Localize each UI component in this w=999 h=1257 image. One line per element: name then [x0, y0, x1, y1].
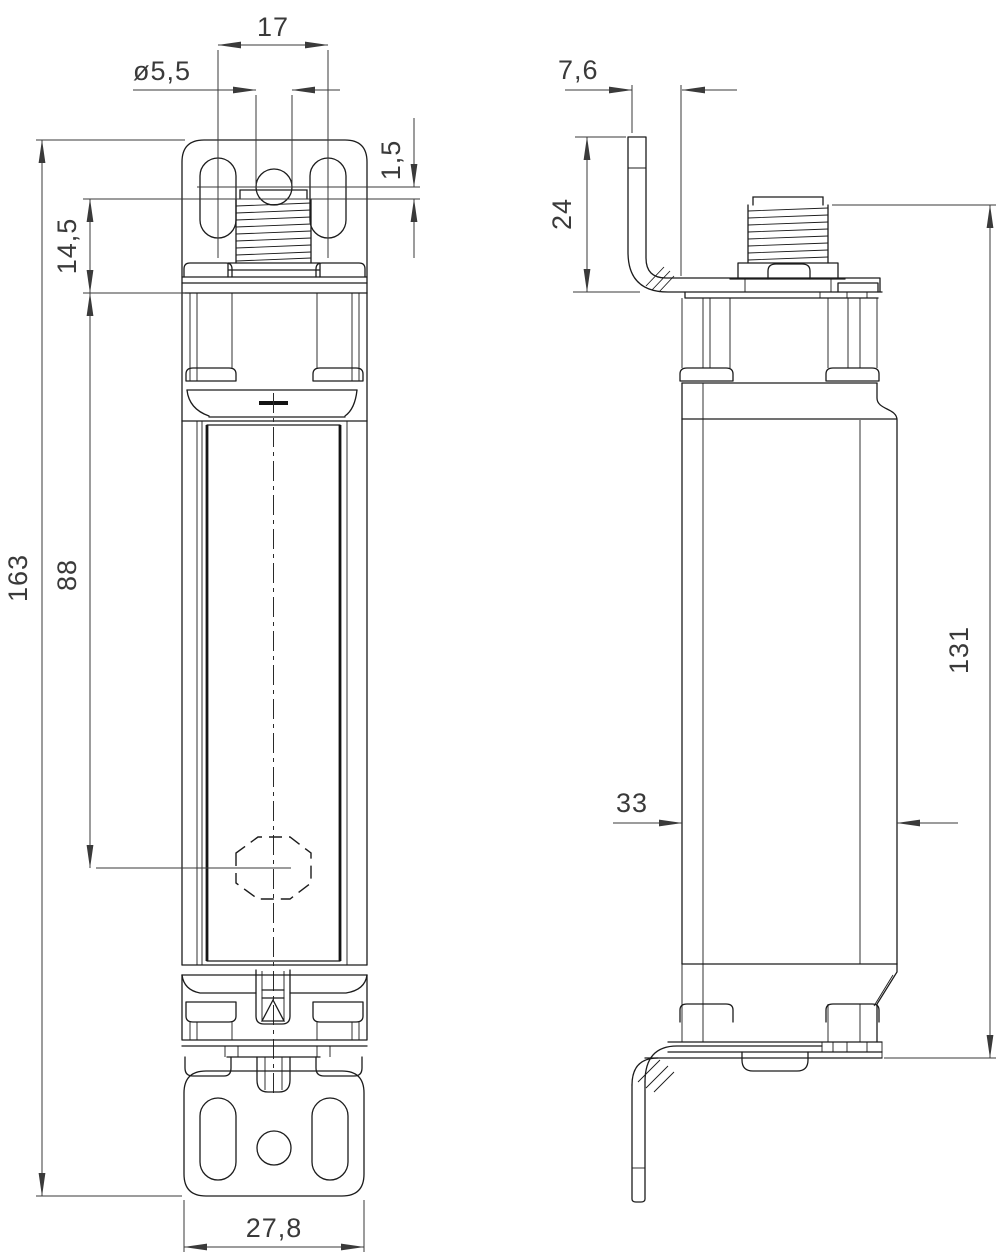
dimension-hole-offset: 1,5: [83, 118, 420, 258]
housing-body: [181, 393, 368, 1098]
dim-label-163: 163: [3, 554, 33, 602]
bottom-mounting-bracket: [183, 1070, 365, 1197]
housing-top-cap: [181, 262, 368, 422]
dimension-total-height: 163: [3, 139, 185, 1197]
dim-label-24: 24: [547, 198, 577, 230]
front-view: 17 ø5,5 1,5 14,5 88: [3, 12, 420, 1252]
dimension-bracket-width: 27,8: [183, 1200, 365, 1252]
dimension-housing-length: 131: [832, 204, 996, 1059]
dimension-head-height: 14,5: [52, 198, 185, 294]
bottom-l-bracket: [631, 1045, 823, 1203]
dim-label-131: 131: [944, 626, 974, 674]
housing-bottom-side: [644, 963, 898, 1072]
housing-body-side: [681, 382, 898, 965]
bend-hatch: [637, 1059, 675, 1093]
dim-label-17: 17: [257, 12, 289, 42]
dimension-housing-depth: 33: [613, 788, 958, 827]
optics-window-edges: [205, 425, 342, 961]
dim-label-1-5: 1,5: [376, 140, 406, 181]
slot-hole-left: [199, 1097, 237, 1181]
dim-label-88: 88: [52, 559, 82, 591]
dimension-window-length: 88: [52, 292, 291, 869]
housing-top-side: [679, 282, 880, 384]
top-l-bracket: [627, 136, 883, 293]
m12-connector: [227, 189, 321, 278]
dimension-bracket-offset: 7,6: [558, 55, 737, 276]
dimension-bracket-height: 24: [547, 136, 640, 293]
housing-bottom-cap: [181, 969, 368, 1093]
dimension-hole-diameter: ø5,5: [133, 56, 340, 185]
dim-label-5-5: ø5,5: [133, 56, 191, 86]
side-view: 7,6 24 33 131: [547, 55, 996, 1203]
m12-connector-side: [729, 196, 846, 292]
dim-label-33: 33: [616, 788, 648, 818]
bend-hatch: [645, 266, 675, 293]
alignment-triangle: [260, 998, 286, 1022]
dimension-slot-spacing: 17: [217, 12, 329, 258]
center-hole: [256, 1130, 292, 1166]
slot-hole-right: [311, 1097, 349, 1181]
dim-label-7-6: 7,6: [558, 55, 599, 85]
dim-label-27-8: 27,8: [246, 1213, 303, 1243]
dim-label-14-5: 14,5: [52, 218, 82, 275]
